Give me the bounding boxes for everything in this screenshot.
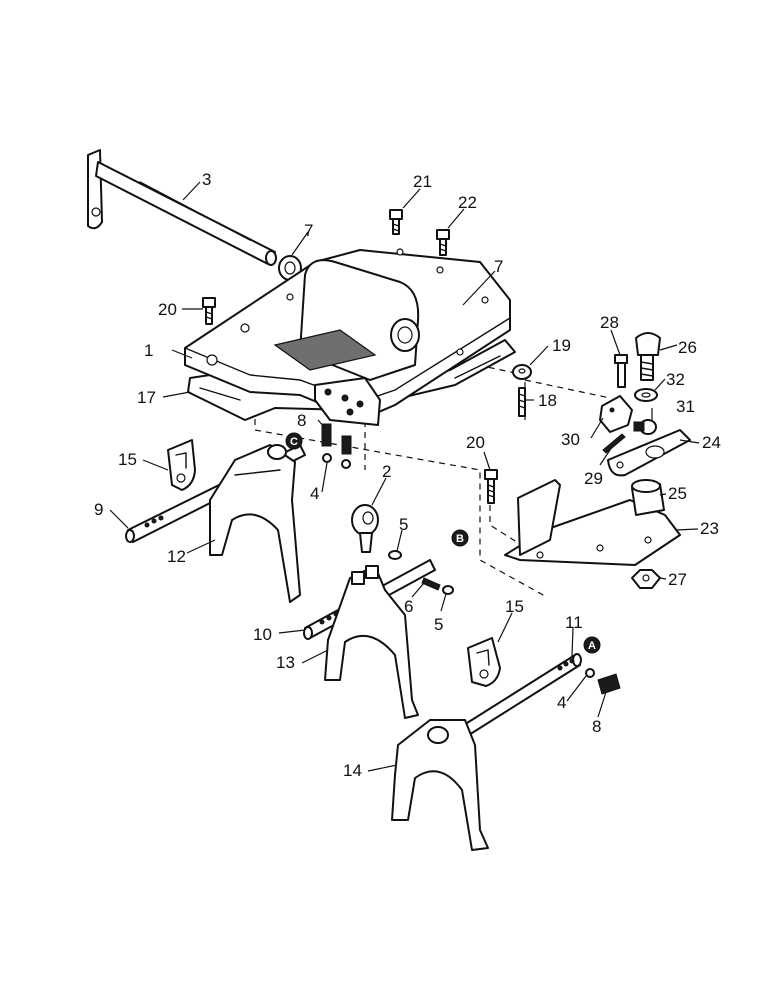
label-25: 25 bbox=[668, 484, 687, 503]
interlock-part-15-right bbox=[467, 637, 501, 687]
label-30: 30 bbox=[561, 430, 580, 449]
label-4-lower: 4 bbox=[557, 693, 566, 712]
bolt-part-22 bbox=[436, 229, 450, 256]
label-4-upper: 4 bbox=[310, 484, 319, 503]
balls-part-4-upper bbox=[322, 453, 351, 469]
pin-part-5-upper bbox=[388, 550, 402, 560]
label-19: 19 bbox=[552, 336, 571, 355]
label-20-upper: 20 bbox=[158, 300, 177, 319]
label-20-lower: 20 bbox=[466, 433, 485, 452]
label-12: 12 bbox=[167, 547, 186, 566]
selector-finger-part-2 bbox=[351, 504, 379, 553]
link-plate-part-24 bbox=[607, 429, 691, 477]
label-1: 1 bbox=[144, 341, 153, 360]
nut-part-27 bbox=[631, 569, 661, 589]
clevis-part-30 bbox=[599, 395, 633, 433]
label-8-lower: 8 bbox=[592, 717, 601, 736]
label-22: 22 bbox=[458, 193, 477, 212]
pin-part-5-lower bbox=[442, 585, 454, 595]
stud-part-18 bbox=[518, 387, 526, 417]
label-28: 28 bbox=[600, 313, 619, 332]
pin-part-29 bbox=[602, 433, 626, 454]
label-23: 23 bbox=[700, 519, 719, 538]
label-11: 11 bbox=[565, 613, 583, 632]
marker-b: B bbox=[451, 529, 469, 547]
label-15-right: 15 bbox=[505, 597, 524, 616]
marker-c: C bbox=[285, 432, 303, 450]
lever-shaft-part-3 bbox=[87, 149, 277, 266]
part-labels: 3 7 21 22 20 7 1 17 28 26 19 18 32 31 30… bbox=[94, 170, 721, 780]
label-5-lower: 5 bbox=[434, 615, 443, 634]
label-13: 13 bbox=[276, 653, 295, 672]
shift-fork-part-13 bbox=[324, 565, 419, 719]
label-26: 26 bbox=[678, 338, 697, 357]
label-3: 3 bbox=[202, 170, 211, 189]
leader-lines bbox=[109, 181, 700, 772]
ball-part-4-lower bbox=[585, 668, 595, 678]
interlock-part-15-left bbox=[167, 439, 196, 491]
label-7-right: 7 bbox=[494, 257, 503, 276]
bolt-part-28 bbox=[614, 354, 628, 388]
bolt-part-21 bbox=[389, 209, 403, 235]
marker-a-text: A bbox=[588, 640, 596, 652]
bracket-plate-part-23 bbox=[504, 479, 681, 566]
bolt-part-20-upper bbox=[202, 297, 216, 325]
shift-fork-part-12 bbox=[209, 444, 301, 603]
bolt-part-26 bbox=[635, 332, 661, 381]
label-6: 6 bbox=[404, 597, 413, 616]
marker-c-text: C bbox=[290, 436, 298, 448]
label-32: 32 bbox=[666, 370, 685, 389]
shift-housing-part-1 bbox=[184, 248, 511, 426]
bolt-part-20-lower bbox=[484, 469, 498, 504]
label-21: 21 bbox=[413, 172, 432, 191]
label-14: 14 bbox=[343, 761, 362, 780]
label-31: 31 bbox=[676, 397, 695, 416]
label-9: 9 bbox=[94, 500, 103, 519]
label-2: 2 bbox=[382, 462, 391, 481]
pin-part-6 bbox=[421, 577, 441, 591]
label-15-left: 15 bbox=[118, 450, 137, 469]
washer-part-32 bbox=[634, 388, 658, 402]
label-17: 17 bbox=[137, 388, 156, 407]
marker-a: A bbox=[583, 636, 601, 654]
label-10: 10 bbox=[253, 625, 272, 644]
bush-part-31 bbox=[633, 419, 657, 435]
label-7-left: 7 bbox=[304, 221, 313, 240]
label-24: 24 bbox=[702, 433, 721, 452]
spring-part-8-lower bbox=[597, 673, 621, 695]
label-29: 29 bbox=[584, 469, 603, 488]
label-5-upper: 5 bbox=[399, 515, 408, 534]
label-18: 18 bbox=[538, 391, 557, 410]
label-27: 27 bbox=[668, 570, 687, 589]
shift-fork-part-14 bbox=[391, 719, 489, 851]
nut-part-19 bbox=[512, 364, 532, 380]
springs-part-8-upper bbox=[321, 423, 352, 455]
rubber-mount-part-25 bbox=[631, 479, 665, 516]
label-8-upper: 8 bbox=[297, 411, 306, 430]
marker-b-text: B bbox=[456, 533, 464, 545]
